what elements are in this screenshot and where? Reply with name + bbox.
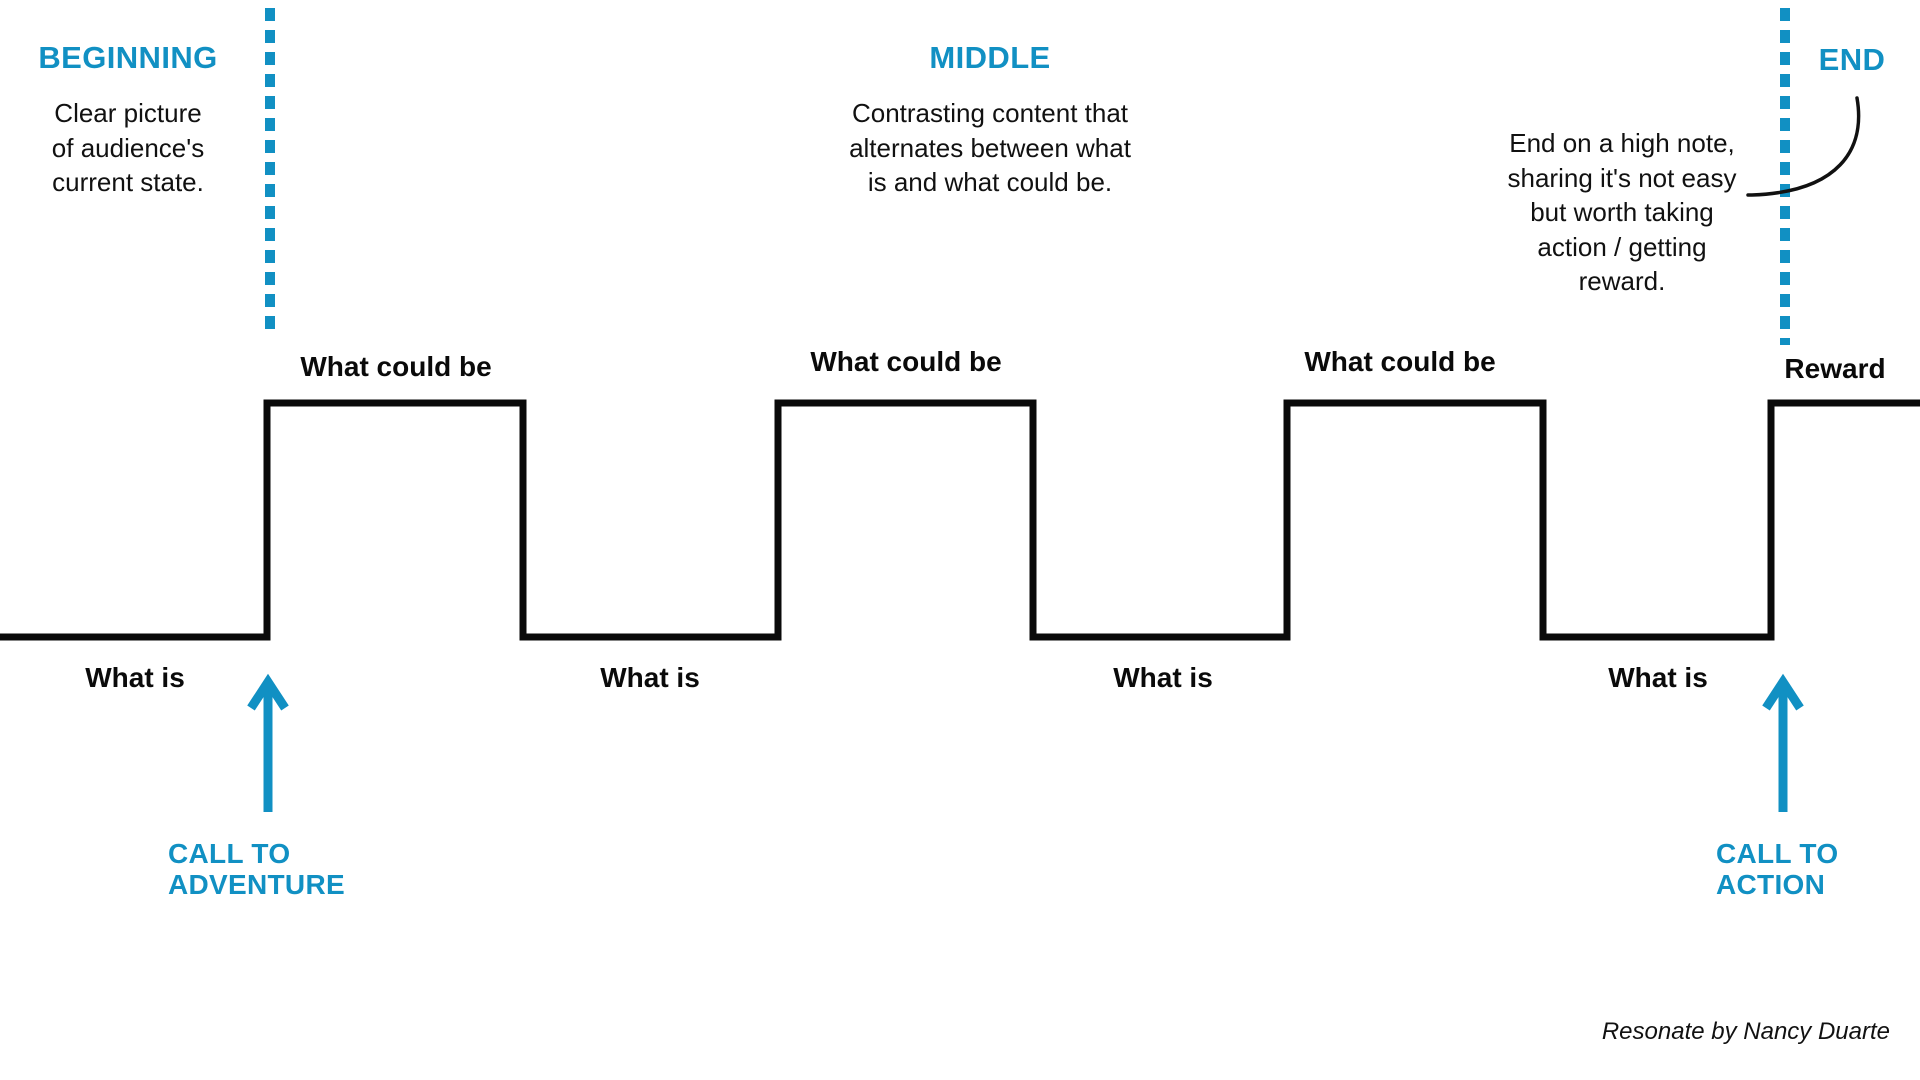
call-to-action-arrow-icon: [1762, 673, 1804, 812]
section-body-end: End on a high note, sharing it's not easy…: [1508, 126, 1737, 299]
section-heading-middle: MIDDLE: [929, 40, 1051, 75]
call-to-action-line-1: CALL TO: [1716, 838, 1839, 869]
sparkline-path: [0, 399, 1920, 641]
middle-body-line-1: Contrasting content that: [851, 98, 1129, 128]
section-heading-end: END: [1818, 42, 1886, 77]
call-to-adventure-line-2: ADVENTURE: [168, 869, 345, 901]
attribution-text: Resonate by Nancy Duarte: [1601, 1018, 1890, 1045]
call-to-action-line-2: ACTION: [1716, 869, 1826, 901]
end-body-line-3: but worth taking: [1530, 197, 1714, 228]
section-body-middle: Contrasting content that alternates betwe…: [849, 96, 1131, 200]
sparkline-label-what-could-be-4: What could be: [810, 346, 1002, 377]
middle-body-line-3: is and what could be.: [867, 167, 1113, 198]
end-leader-curve-path: [1746, 96, 1861, 197]
beginning-body-line-2: of audience's: [51, 132, 205, 163]
sparkline-label-what-could-be-2: What could be: [300, 351, 492, 382]
beginning-body-line-3: current state.: [52, 167, 204, 198]
end-body-line-5: reward.: [1578, 266, 1666, 297]
sparkline-label-what-is-1: What is: [85, 662, 185, 693]
end-body-line-2: sharing it's not easy: [1507, 162, 1737, 193]
sparkline-label-what-is-3: What is: [600, 662, 700, 693]
beginning-body-line-1: Clear picture: [54, 98, 202, 128]
call-to-adventure-arrow-icon: [247, 673, 289, 812]
section-body-beginning: Clear picture of audience's current state.: [52, 96, 204, 200]
call-to-adventure-line-1: CALL TO: [168, 838, 291, 869]
sparkline-label-reward-8: Reward: [1784, 353, 1886, 384]
middle-body-line-2: alternates between what: [849, 132, 1131, 163]
sparkline-label-what-is-5: What is: [1113, 662, 1213, 693]
section-heading-beginning: BEGINNING: [38, 40, 218, 75]
sparkline-label-what-is-7: What is: [1608, 662, 1708, 693]
sparkline-label-what-could-be-6: What could be: [1304, 346, 1496, 377]
end-body-line-4: action / getting: [1537, 231, 1707, 262]
end-body-line-1: End on a high note,: [1509, 128, 1735, 158]
